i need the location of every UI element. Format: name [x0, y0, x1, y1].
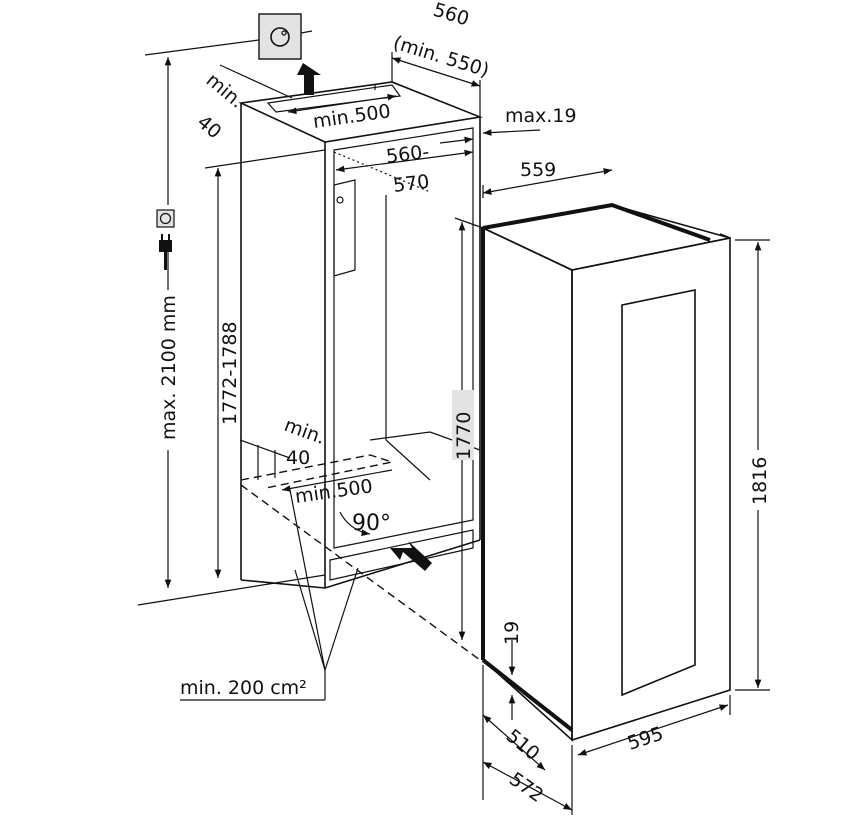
airflow-arrow-icon: [297, 63, 321, 95]
inner-width-label-2: 570: [392, 171, 431, 197]
angle-label: 90°: [352, 511, 391, 536]
bottom-gap-label-1: min.: [281, 414, 328, 449]
bottom-vent-grille: [329, 529, 474, 581]
appliance-total-depth-label: 572: [505, 768, 547, 807]
power-socket-icon: [156, 209, 175, 228]
bottom-gap-label-2: 40: [286, 447, 310, 469]
max-height-label: max. 2100 mm: [158, 295, 180, 440]
wall-outlet-icon: [258, 13, 302, 60]
appliance-height-label: 1770: [453, 412, 475, 460]
top-vent-label: min.500: [312, 100, 392, 133]
niche-opening: [333, 127, 474, 549]
appliance-depth-label: 510: [502, 725, 544, 765]
appliance: [480, 202, 731, 742]
niche-height-label: 1772-1788: [219, 321, 241, 425]
hinge-bracket: [333, 179, 356, 277]
inner-width-label-1: 560-: [385, 141, 430, 168]
appliance-total-height-label: 1816: [749, 457, 771, 505]
plinth-label: 19: [501, 621, 523, 645]
top-gap-label-2: 40: [193, 111, 226, 143]
plug-icon: [159, 234, 172, 270]
door-window: [621, 289, 696, 697]
niche-width-label: 560: [431, 0, 472, 30]
appliance-width-top-label: 559: [520, 159, 556, 181]
vent-area-label: min. 200 cm²: [180, 677, 307, 699]
max-offset-label: max.19: [505, 105, 577, 127]
appliance-front-width-label: 595: [625, 723, 666, 755]
inlet-arrow-icon: [390, 541, 432, 571]
